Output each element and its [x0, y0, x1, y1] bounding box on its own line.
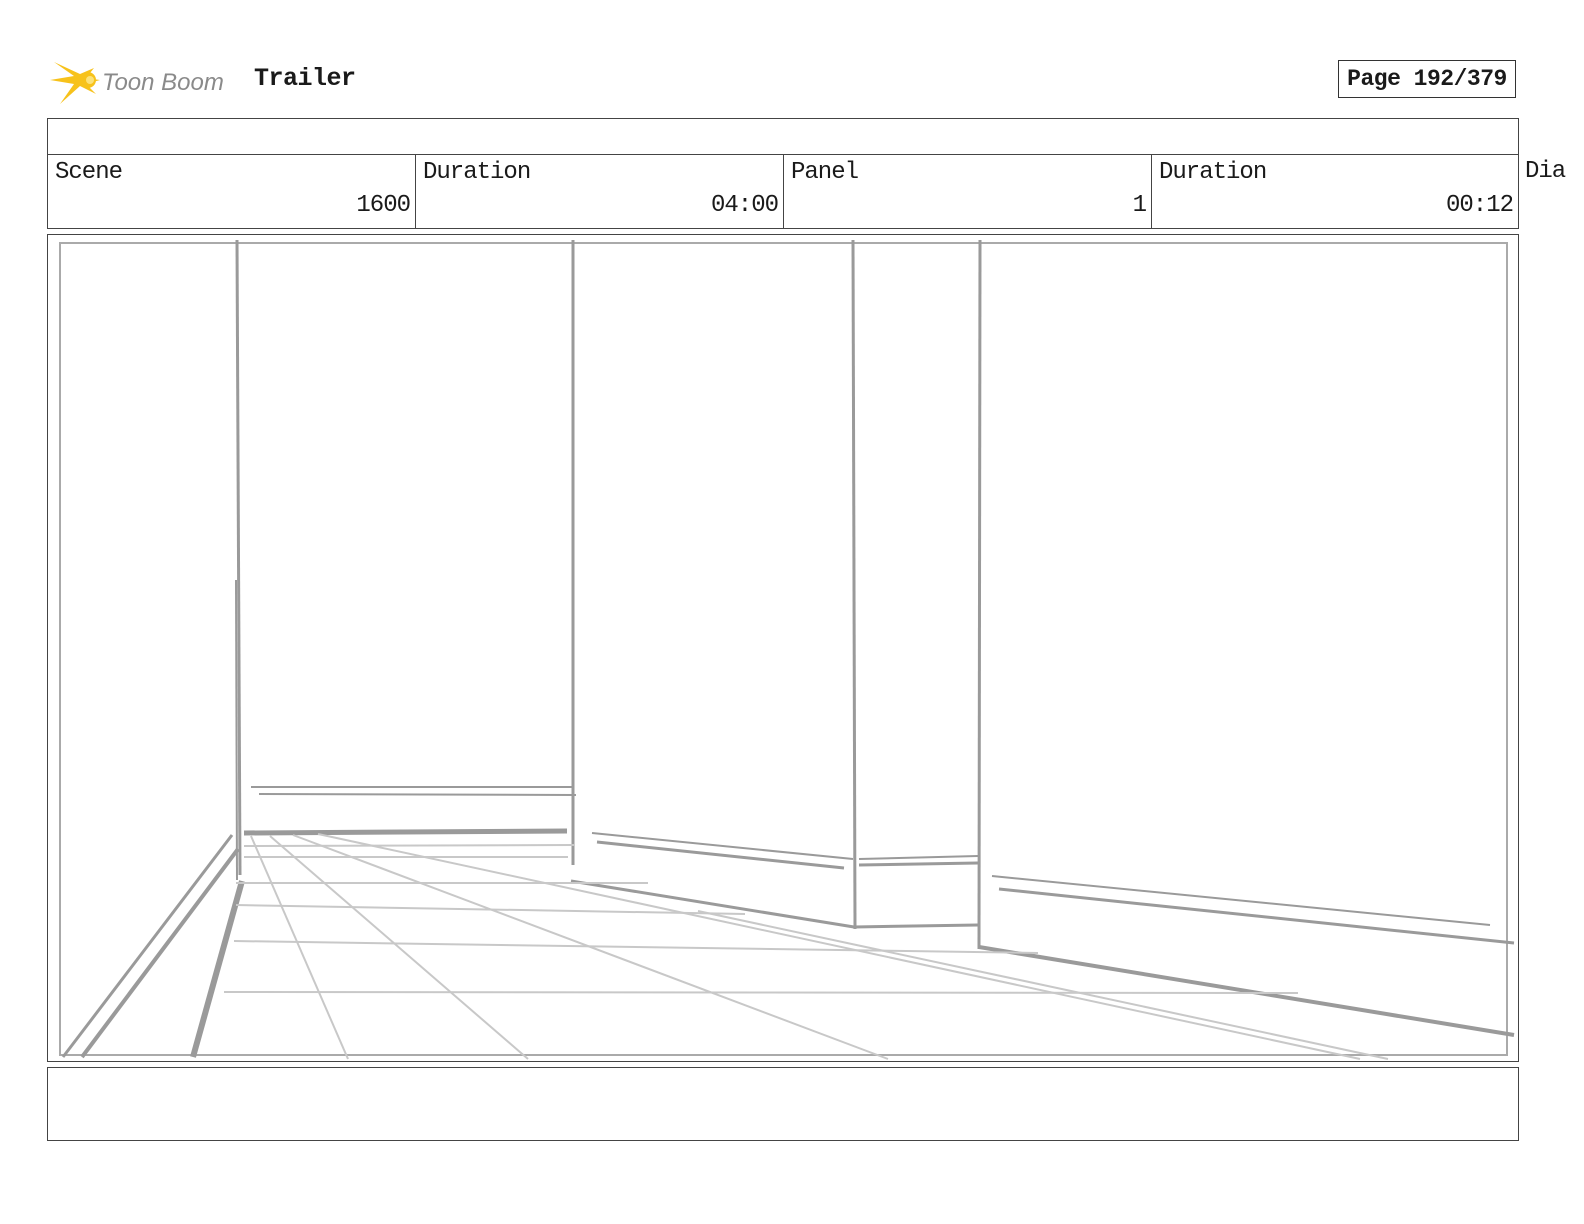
panel-value: 1: [1132, 192, 1147, 219]
safe-frame: [59, 242, 1508, 1056]
scene-duration-cell: Duration 04:00: [415, 154, 783, 229]
wall-edges: [235, 239, 982, 950]
logo-text: Toon Boom: [102, 69, 224, 96]
left-floor-edge: [61, 834, 245, 1059]
panel-duration-label: Duration: [1159, 159, 1267, 186]
scene-duration-value: 04:00: [710, 192, 779, 219]
panel-duration-value: 00:12: [1445, 192, 1514, 219]
scene-duration-label: Duration: [423, 159, 531, 186]
toon-boom-logo: Toon Boom: [50, 54, 240, 106]
page-counter: Page 192/379: [1338, 60, 1516, 98]
scene-label: Scene: [55, 159, 123, 186]
scene-value: 1600: [356, 192, 411, 219]
scene-cell: Scene 1600: [47, 154, 415, 229]
storyboard-panel: [47, 234, 1519, 1062]
sequence-header-strip: [47, 118, 1519, 155]
panel-duration-cell: Duration 00:12: [1151, 154, 1519, 229]
panel-info-row: Scene 1600 Duration 04:00 Panel 1 Durati…: [47, 154, 1583, 229]
panel-notes-box: [47, 1067, 1519, 1141]
baseboard-lines: [243, 786, 1515, 1037]
project-title: Trailer: [254, 64, 356, 93]
storyboard-sketch-corridor: [59, 239, 1515, 1060]
dialog-label: Dia: [1525, 158, 1566, 185]
starburst-icon: [50, 62, 100, 104]
floor-tile-lines: [223, 833, 1389, 1060]
panel-cell: Panel 1: [783, 154, 1151, 229]
panel-label: Panel: [791, 159, 859, 186]
